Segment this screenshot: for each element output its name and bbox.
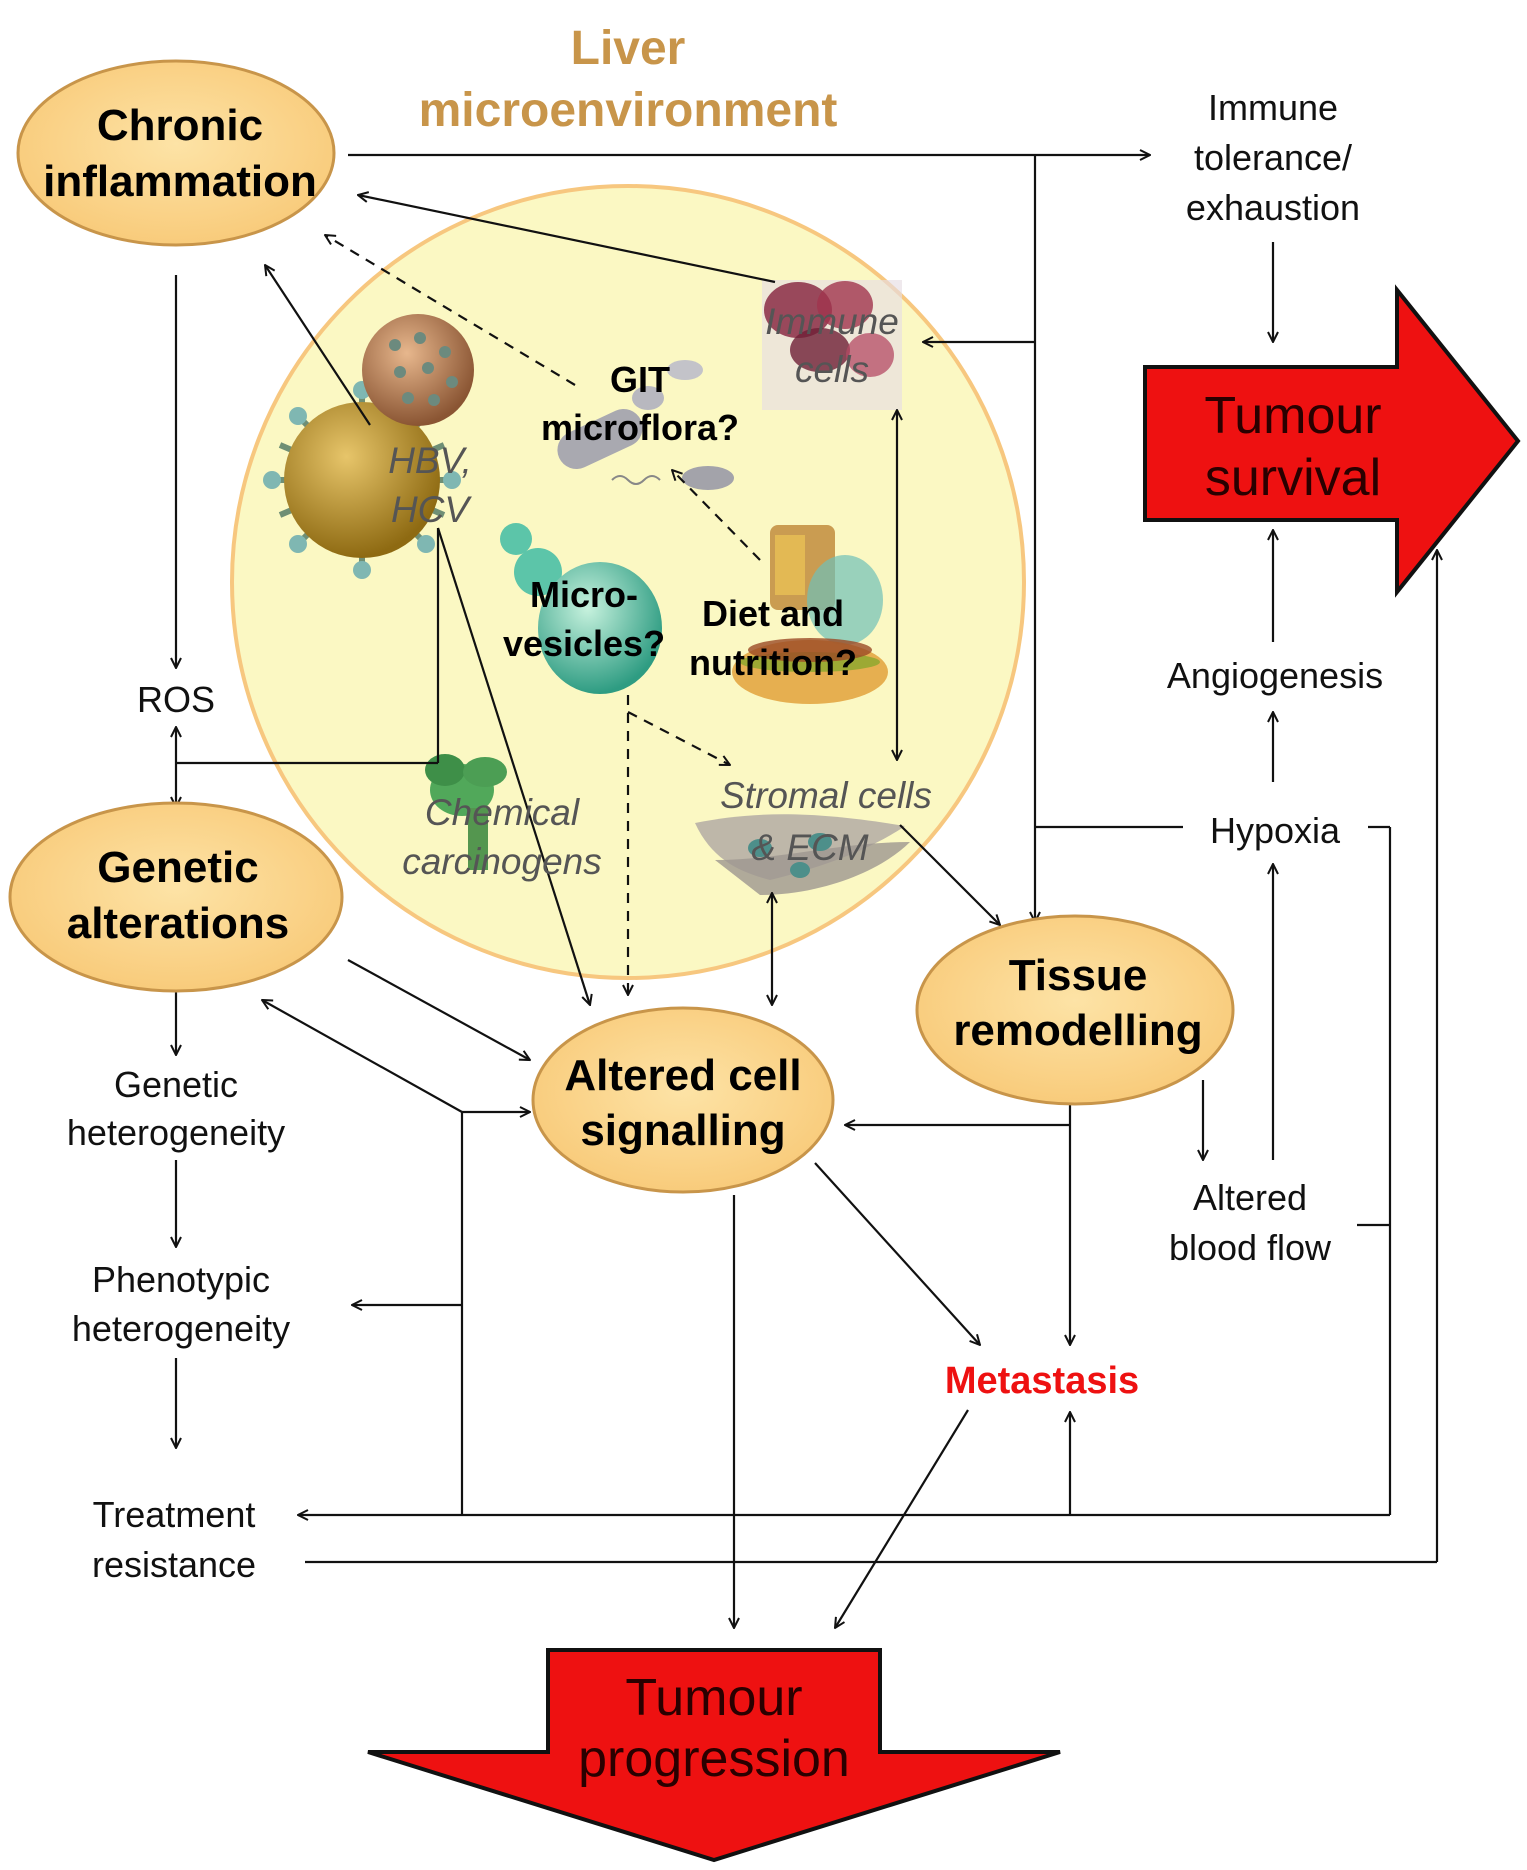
phenotypic-heterogeneity-line-2: heterogeneity xyxy=(72,1308,290,1349)
microvesicles-label-2: vesicles? xyxy=(503,623,665,664)
genetic-heterogeneity-line-2: heterogeneity xyxy=(67,1112,285,1153)
chronic-inflammation-node: Chronic inflammation xyxy=(16,59,336,247)
title-line-1: Liver xyxy=(571,22,686,75)
genetic-heterogeneity-line-1: Genetic xyxy=(114,1064,238,1105)
diet-nutrition-label-1: Diet and xyxy=(702,593,844,634)
chronic-inflammation-line-1: Chronic xyxy=(97,101,263,150)
stromal-cells-label-2: & ECM xyxy=(751,827,868,868)
metastasis-label: Metastasis xyxy=(945,1360,1139,1402)
treatment-resistance-line-2: resistance xyxy=(92,1544,256,1585)
altered-cell-signalling-line-2: signalling xyxy=(580,1106,785,1155)
genetic-alterations-node: Genetic alterations xyxy=(8,801,344,993)
microvesicles-illustration xyxy=(500,523,662,694)
tumour-survival-line-1: Tumour xyxy=(1204,387,1381,445)
tissue-remodelling-node: Tissue remodelling xyxy=(915,914,1235,1106)
genetic-alterations-line-1: Genetic xyxy=(97,843,258,892)
tissue-remodelling-line-2: remodelling xyxy=(953,1006,1202,1055)
hypoxia-label: Hypoxia xyxy=(1210,810,1341,851)
git-microflora-illustration xyxy=(557,360,734,490)
tumour-survival-arrow: Tumour survival xyxy=(1143,284,1521,598)
chronic-inflammation-line-2: inflammation xyxy=(43,157,317,206)
altered-cell-signalling-node: Altered cell signalling xyxy=(531,1006,835,1194)
chemical-carcinogens-label-1: Chemical xyxy=(425,792,581,833)
chemical-carcinogens-illustration xyxy=(425,754,507,870)
git-microflora-label-2: microflora? xyxy=(541,407,739,448)
altered-cell-signalling-line-1: Altered cell xyxy=(564,1051,801,1100)
immune-tolerance-line-1: Immune xyxy=(1208,87,1338,128)
tissue-remodelling-line-1: Tissue xyxy=(1009,951,1148,1000)
tumour-survival-line-2: survival xyxy=(1205,449,1381,507)
hbv-hcv-virus-illustration xyxy=(263,314,474,579)
diet-nutrition-illustration xyxy=(732,525,888,704)
tumour-progression-arrow: Tumour progression xyxy=(367,1648,1061,1863)
stromal-cells-label-1: Stromal cells xyxy=(720,775,932,816)
immune-cells-label-2: cells xyxy=(795,349,869,390)
tumour-progression-line-1: Tumour xyxy=(625,1669,802,1727)
immune-cells-label-1: Immune xyxy=(765,301,899,342)
hbv-hcv-label-2: HCV xyxy=(391,489,472,530)
immune-tolerance-line-2: tolerance/ xyxy=(1194,137,1352,178)
altered-blood-flow-line-2: blood flow xyxy=(1169,1227,1332,1268)
microvesicles-label-1: Micro- xyxy=(530,574,638,615)
git-microflora-label-1: GIT xyxy=(610,359,670,400)
angiogenesis-label: Angiogenesis xyxy=(1167,655,1383,696)
connectors xyxy=(176,155,1437,1628)
stromal-cells-illustration xyxy=(695,814,910,895)
title-line-2: microenvironment xyxy=(419,84,838,137)
genetic-alterations-line-2: alterations xyxy=(67,899,290,948)
chemical-carcinogens-label-2: carcinogens xyxy=(402,841,602,882)
immune-cells-illustration xyxy=(762,280,902,410)
treatment-resistance-line-1: Treatment xyxy=(93,1494,256,1535)
diet-nutrition-label-2: nutrition? xyxy=(689,642,857,683)
ros-label: ROS xyxy=(137,679,215,720)
phenotypic-heterogeneity-line-1: Phenotypic xyxy=(92,1259,270,1300)
tumour-progression-line-2: progression xyxy=(578,1730,850,1788)
altered-blood-flow-line-1: Altered xyxy=(1193,1177,1307,1218)
hbv-hcv-label-1: HBV, xyxy=(388,440,472,481)
immune-tolerance-line-3: exhaustion xyxy=(1186,187,1360,228)
